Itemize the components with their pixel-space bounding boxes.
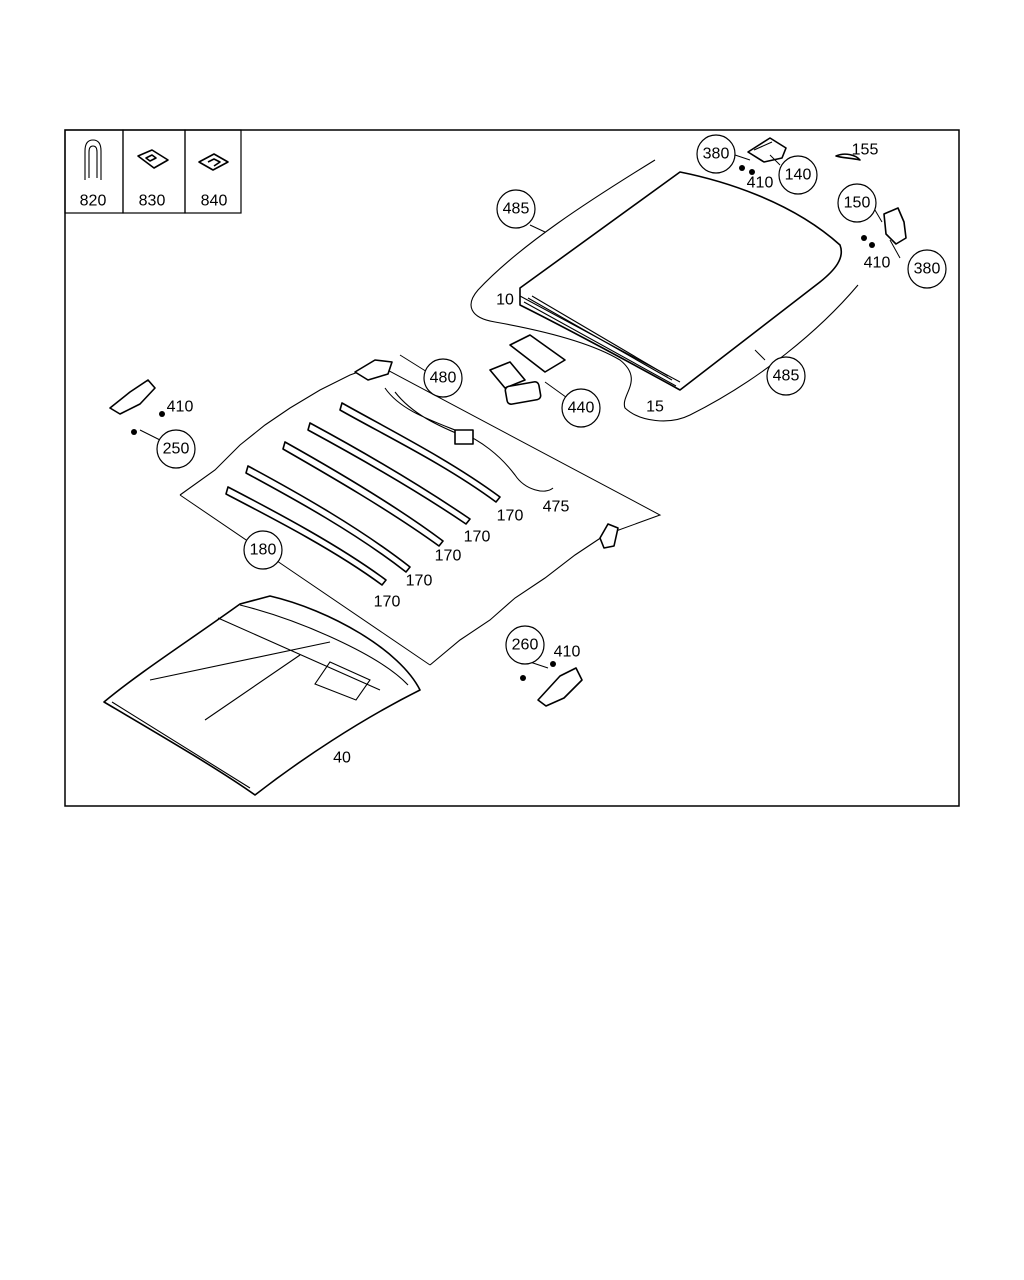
label-170-a: 170 (497, 508, 524, 525)
screw-410-a (739, 165, 745, 171)
legend-label-840: 840 (201, 193, 228, 210)
label-170-c: 170 (435, 548, 462, 565)
drive-cable-guide-lines (179, 364, 662, 666)
roof-seal-outline (470, 159, 859, 422)
drive-motor-440 (489, 334, 566, 405)
screw-410-b (749, 169, 755, 175)
label-410-left: 410 (167, 399, 194, 416)
guide-mechanism-480 (354, 359, 393, 381)
guide-mechanism-right-front (599, 523, 619, 549)
roof-bows-170 (225, 402, 501, 586)
label-10: 10 (496, 292, 514, 309)
drive-cable-right (429, 534, 606, 666)
glass-panel-body (519, 171, 842, 391)
label-170-e: 170 (374, 594, 401, 611)
glass-roof-panel (470, 159, 859, 422)
label-380-top: 380 (703, 146, 730, 163)
roof-shell-40 (103, 595, 421, 796)
label-485-bottom: 485 (773, 368, 800, 385)
hinge-bracket-140 (747, 137, 787, 163)
part-callout-485-top: 485 (496, 189, 536, 229)
label-475: 475 (543, 499, 570, 516)
label-380-right: 380 (914, 261, 941, 278)
label-170-d: 170 (406, 573, 433, 590)
part-callout-250: 250 (156, 429, 196, 469)
part-callout-480: 480 (423, 358, 463, 398)
label-410-top: 410 (747, 175, 774, 192)
part-callout-380-right: 380 (907, 249, 947, 289)
part-callout-380-top: 380 (696, 134, 736, 174)
screw-410-d (869, 242, 875, 248)
drive-cable-left (179, 364, 379, 496)
screw-410-c (861, 235, 867, 241)
part-callout-260: 260 (505, 625, 545, 665)
label-40: 40 (333, 750, 351, 767)
label-150: 150 (844, 195, 871, 212)
part-callout-485-bottom: 485 (766, 356, 806, 396)
legend: 820 830 840 (64, 129, 242, 214)
label-180: 180 (250, 542, 277, 559)
label-250: 250 (163, 441, 190, 458)
label-410-bottom: 410 (554, 644, 581, 661)
part-callout-140: 140 (778, 155, 818, 195)
part-callout-150: 150 (837, 183, 877, 223)
label-410-right: 410 (864, 255, 891, 272)
legend-box-840 (184, 129, 242, 214)
slotted-plate-icon (137, 149, 169, 169)
label-140: 140 (785, 167, 812, 184)
part-callout-440: 440 (561, 388, 601, 428)
label-155: 155 (852, 142, 879, 159)
legend-label-830: 830 (139, 193, 166, 210)
guide-mechanism-250 (109, 379, 165, 435)
legend-label-820: 820 (80, 193, 107, 210)
hinge-bracket-150 (883, 207, 907, 245)
part-callout-180: 180 (243, 530, 283, 570)
label-260: 260 (512, 637, 539, 654)
u-shim-icon (198, 153, 229, 171)
label-15: 15 (646, 399, 664, 416)
u-clip-icon (84, 139, 102, 180)
diagram-frame (64, 129, 960, 807)
label-170-b: 170 (464, 529, 491, 546)
guide-mechanism-260 (520, 661, 583, 707)
label-480: 480 (430, 370, 457, 387)
cable-connector (454, 429, 474, 445)
glass-panel-hatching (527, 295, 673, 381)
label-485-top: 485 (503, 201, 530, 218)
cover-strip-155 (835, 153, 861, 161)
label-440: 440 (568, 400, 595, 417)
